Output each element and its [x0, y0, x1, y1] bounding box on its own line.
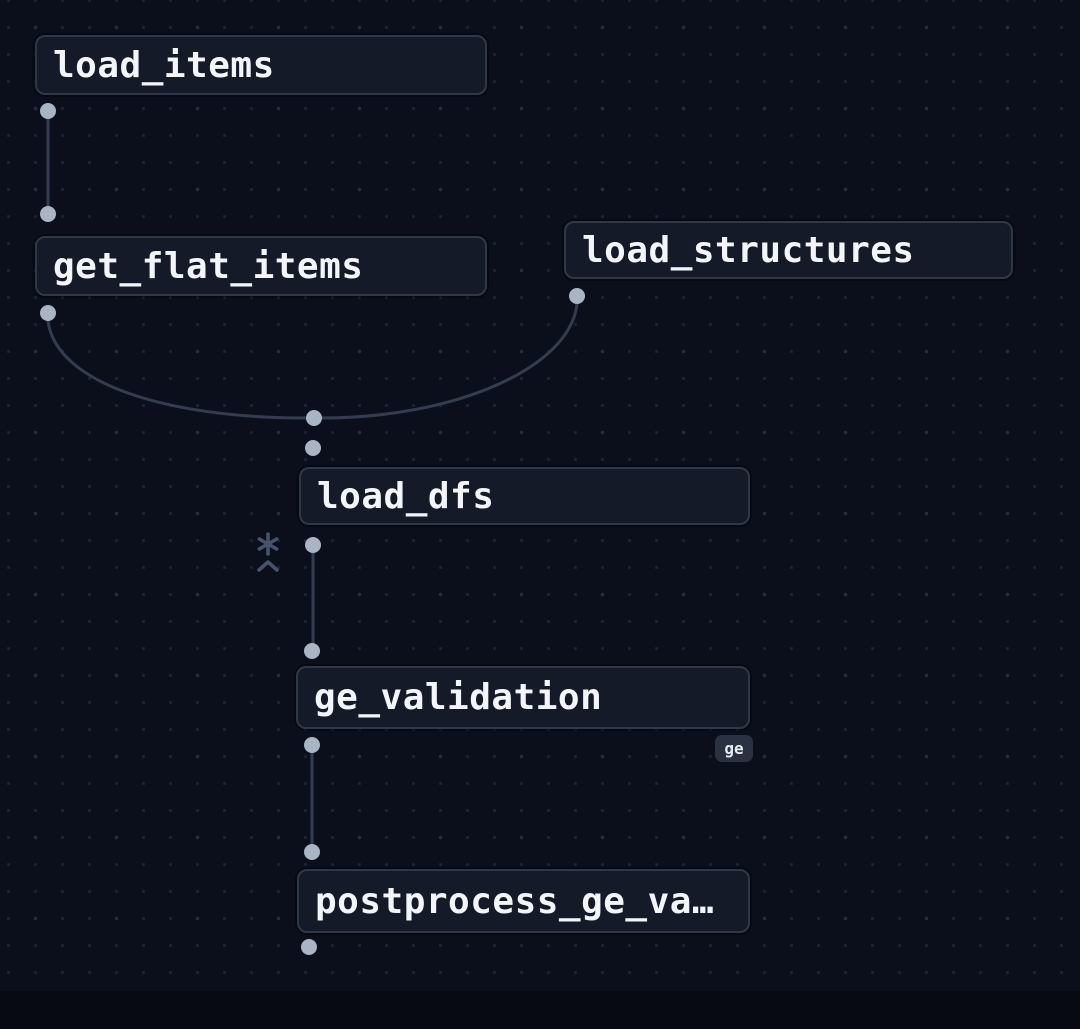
port-load-dfs-out [305, 537, 321, 553]
node-load-dfs[interactable]: load_dfs [299, 467, 750, 525]
node-load-items[interactable]: load_items [35, 35, 487, 95]
node-load-structures[interactable]: load_structures [564, 221, 1013, 279]
canvas-bottom-gutter [0, 991, 1080, 1029]
node-label: get_flat_items [53, 245, 364, 287]
asterisk-icon [257, 532, 279, 556]
port-ge-validation-out [304, 737, 320, 753]
node-label: load_structures [582, 229, 915, 271]
chevron-up-icon [257, 560, 279, 572]
node-ge-validation[interactable]: ge_validation [296, 666, 750, 729]
edge-get-flat-items-to-load-dfs [46, 319, 308, 420]
port-get-flat-items-in [40, 206, 56, 222]
node-label: ge_validation [314, 677, 603, 718]
node-postprocess-ge-validation[interactable]: postprocess_ge_va… [297, 869, 750, 933]
port-postprocess-out [301, 939, 317, 955]
port-get-flat-items-out [40, 305, 56, 321]
edge-load-structures-to-load-dfs [320, 302, 579, 420]
node-label: load_items [53, 44, 275, 86]
node-label: postprocess_ge_va… [315, 880, 715, 922]
port-ge-validation-in [304, 643, 320, 659]
port-load-dfs-fanin-junction [306, 410, 322, 426]
ge-tag-badge: ge [715, 735, 753, 762]
port-load-structures-out [569, 288, 585, 304]
port-load-items-out [40, 103, 56, 119]
node-label: load_dfs [317, 475, 495, 517]
ge-tag-label: ge [724, 739, 744, 758]
node-get-flat-items[interactable]: get_flat_items [35, 236, 487, 296]
port-load-dfs-in [305, 440, 321, 456]
port-postprocess-in [304, 844, 320, 860]
fan-in-hint [253, 527, 283, 577]
